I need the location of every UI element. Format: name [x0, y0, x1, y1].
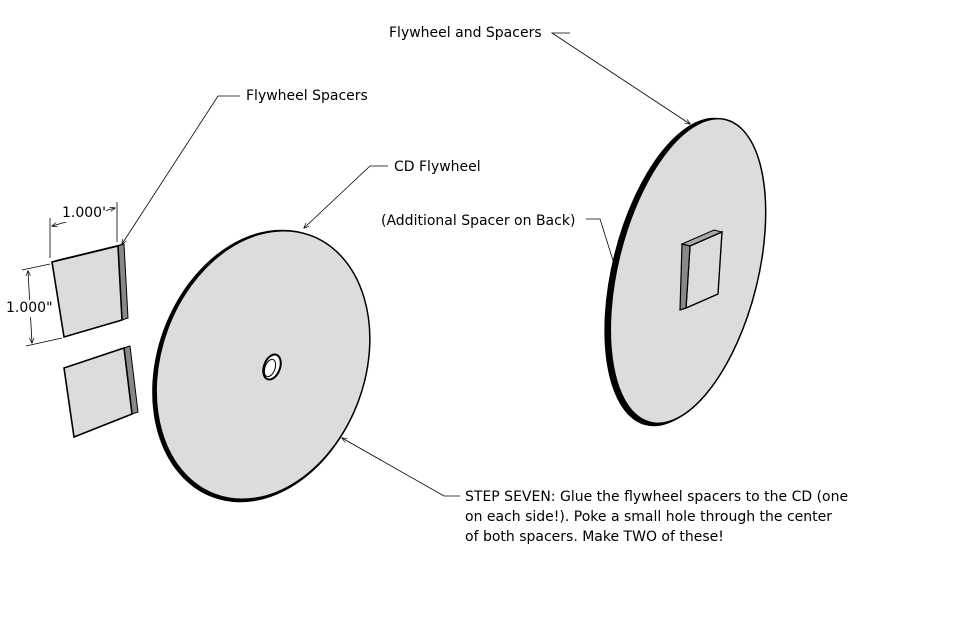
- dimension-height-label: 1.000": [6, 300, 53, 317]
- step-line-1: STEP SEVEN: Glue the flywheel spacers to…: [465, 489, 849, 505]
- dimension-width-label: 1.000': [62, 205, 106, 222]
- additional-spacer-block: [679, 229, 724, 311]
- flywheel-spacer-bottom: [63, 345, 139, 439]
- label-additional-spacer: (Additional Spacer on Back): [381, 213, 576, 229]
- label-flywheel-and-spacers: Flywheel and Spacers: [389, 25, 542, 41]
- label-cd-flywheel: CD Flywheel: [394, 159, 481, 175]
- step-line-3: of both spacers. Make TWO of these!: [465, 529, 724, 545]
- leader-lines: [122, 32, 690, 497]
- cd-flywheel: [152, 229, 371, 503]
- flywheel-spacer-top: [51, 243, 129, 339]
- flywheel-assembly: [604, 117, 767, 427]
- step-line-2: on each side!). Poke a small hole throug…: [465, 509, 833, 525]
- step-seven-instructions: STEP SEVEN: Glue the flywheel spacers to…: [465, 487, 885, 547]
- label-flywheel-spacers: Flywheel Spacers: [246, 88, 368, 104]
